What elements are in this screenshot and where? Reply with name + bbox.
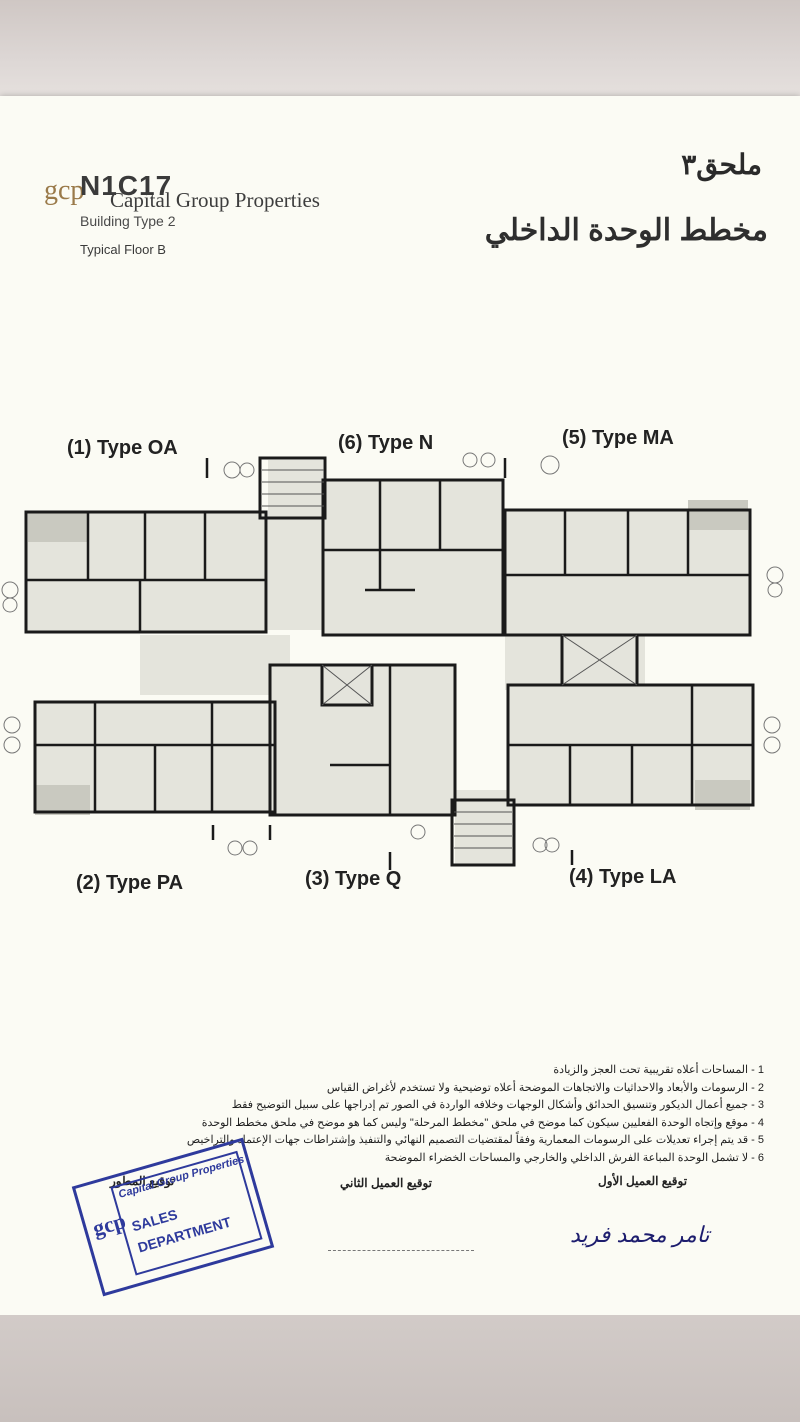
logo-letters: gcp [44,175,85,206]
note-item: 6 - لا تشمل الوحدة المباعة الفرش الداخلي… [384,1151,764,1164]
unit-label-pa: (2) Type PA [76,872,184,894]
developer-signature-label: توقيع المطور [110,1174,175,1188]
floor-plan-drawing [1,452,784,870]
building-type: Building Type 2 [80,213,176,229]
unit-label-q: (3) Type Q [305,868,402,890]
second-client-signature-line [328,1250,474,1251]
note-item: 1 - المساحات أعلاه تقريبية تحت العجز وال… [553,1064,764,1076]
project-code: N1C17 [80,170,173,201]
note-item: 3 - جميع أعمال الديكور وتنسيق الحدائق وأ… [231,1099,764,1111]
first-client-signature-label: توقيع العميل الأول [598,1174,688,1188]
unit-label-oa: (1) Type OA [67,437,178,459]
annex-title: ملحق٣ [681,149,762,180]
notes-list: 1 - المساحات أعلاه تقريبية تحت العجز وال… [64,1062,764,1167]
company-logo: gcp [44,177,84,224]
stamp-logo: gcp [89,1207,129,1241]
unit-label-n: (6) Type N [338,432,434,454]
second-client-signature-label: توقيع العميل الثاني [340,1176,432,1190]
first-client-handwritten-signature: تامر محمد فريد [570,1222,710,1247]
note-item: 4 - موقع وإتجاه الوحدة الفعليين سيكون كم… [201,1116,764,1129]
floor-label: Typical Floor B [80,242,166,257]
note-item: 2 - الرسومات والأبعاد والاحداثيات والاتج… [326,1081,764,1094]
note-item: 5 - قد يتم إجراء تعديلات على الرسومات ال… [186,1134,764,1146]
plan-title: مخطط الوحدة الداخلي [484,214,768,247]
company-name: Capital Group Properties [110,188,320,212]
background-top [0,0,800,100]
background-bottom [0,1315,800,1422]
unit-label-la: (4) Type LA [569,866,677,888]
unit-label-ma: (5) Type MA [562,427,674,449]
